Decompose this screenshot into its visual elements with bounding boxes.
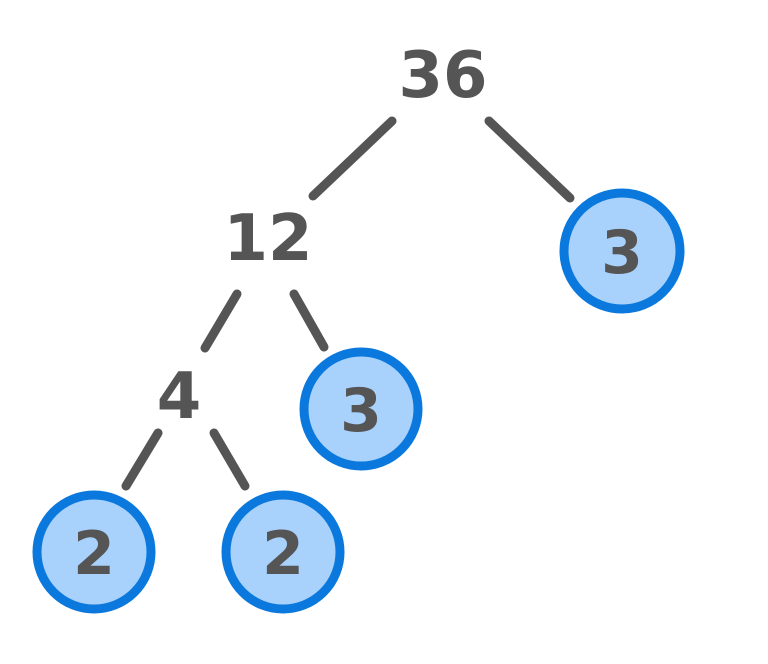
prime-node-label: 2 [73, 519, 115, 589]
prime-circle [559, 188, 685, 314]
prime-circle [221, 490, 345, 614]
prime-node-2-left: 2 [32, 490, 156, 614]
prime-circle [32, 490, 156, 614]
prime-node-3-middle: 3 [299, 347, 423, 471]
branch-4-to-2-left [121, 428, 163, 491]
node-12-label: 12 [223, 202, 312, 276]
prime-node-label: 2 [262, 519, 304, 589]
branch-12-to-4 [200, 289, 242, 353]
branch-12-to-3 [289, 289, 329, 352]
branch-36-to-3 [484, 116, 575, 203]
node-4-label: 4 [157, 360, 202, 434]
prime-circle [299, 347, 423, 471]
prime-node-2-right: 2 [221, 490, 345, 614]
branch-4-to-2-right [209, 428, 250, 491]
prime-node-label: 3 [340, 376, 382, 446]
branch-36-to-12 [308, 116, 397, 201]
prime-node-label: 3 [601, 218, 643, 288]
node-36-label: 36 [398, 39, 487, 113]
prime-node-3-right: 3 [559, 188, 685, 314]
